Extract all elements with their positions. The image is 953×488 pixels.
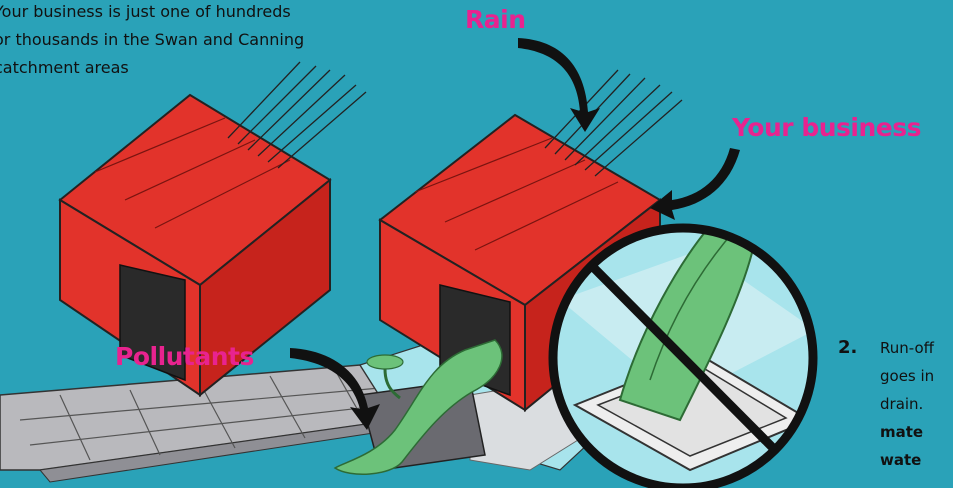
step-line-4: mate [880, 418, 953, 446]
your-business-label: Your business [732, 113, 921, 142]
step-line-3: drain. [880, 390, 953, 418]
intro-text: Your business is just one of hundreds or… [0, 0, 374, 82]
step-line-1: Run-off [880, 334, 953, 362]
rain-label: Rain [465, 5, 526, 34]
step-text: Run-off goes in drain. mate wate [880, 334, 953, 474]
intro-line-1: Your business is just one of hundreds [0, 0, 374, 26]
step-number: 2. [838, 337, 857, 358]
pollutants-label: Pollutants [115, 342, 254, 371]
step-line-5: wate [880, 446, 953, 474]
step-line-2: goes in [880, 362, 953, 390]
intro-line-3: catchment areas [0, 54, 374, 82]
intro-line-2: or thousands in the Swan and Canning [0, 26, 374, 54]
